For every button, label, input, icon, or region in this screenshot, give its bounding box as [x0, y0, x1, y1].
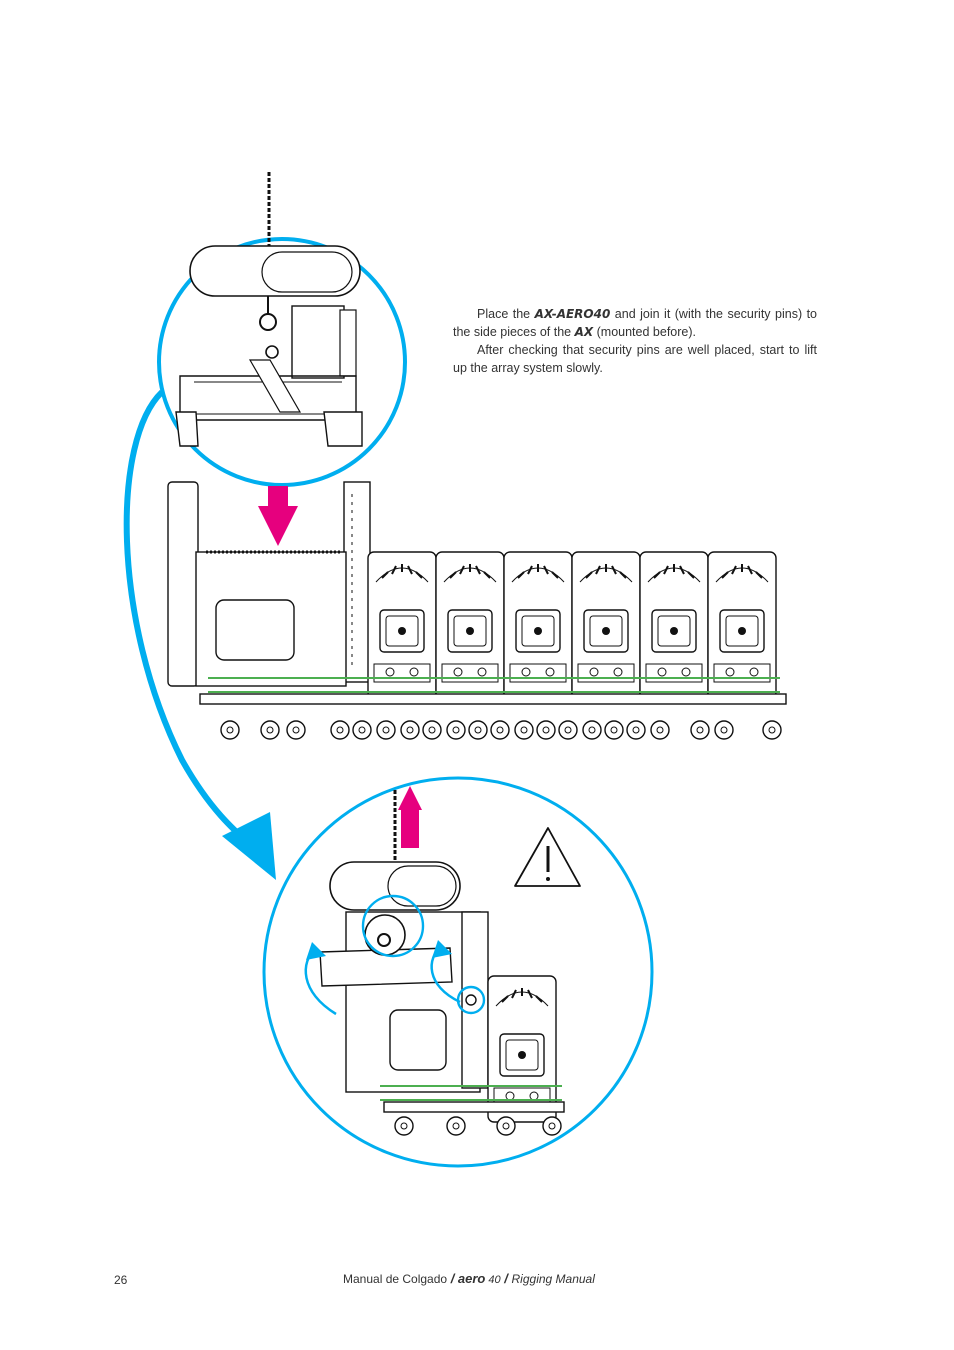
footer-title: Manual de Colgado / aero 40 / Rigging Ma… [343, 1271, 595, 1286]
blue-transition-arrow [123, 389, 276, 880]
instructions-text: Place the AX-AERO40 and join it (with th… [453, 305, 817, 377]
top-detail-circle [157, 172, 407, 487]
down-arrow-icon [258, 486, 298, 546]
page-number: 26 [114, 1273, 128, 1287]
rotation-arrow-icon [304, 940, 461, 1016]
up-arrow-icon [398, 786, 422, 848]
brand-name: / aero [447, 1271, 486, 1286]
product-name: AX-AERO40 [534, 307, 611, 321]
bottom-detail-circle [262, 776, 654, 1168]
warning-triangle-icon [514, 827, 581, 887]
product-name-short: AX [574, 325, 594, 339]
array-system-on-cart [167, 481, 787, 740]
instruction-paragraph-2: After checking that security pins are we… [453, 343, 817, 375]
instruction-paragraph-1: Place the AX-AERO40 and join it (with th… [453, 307, 818, 339]
